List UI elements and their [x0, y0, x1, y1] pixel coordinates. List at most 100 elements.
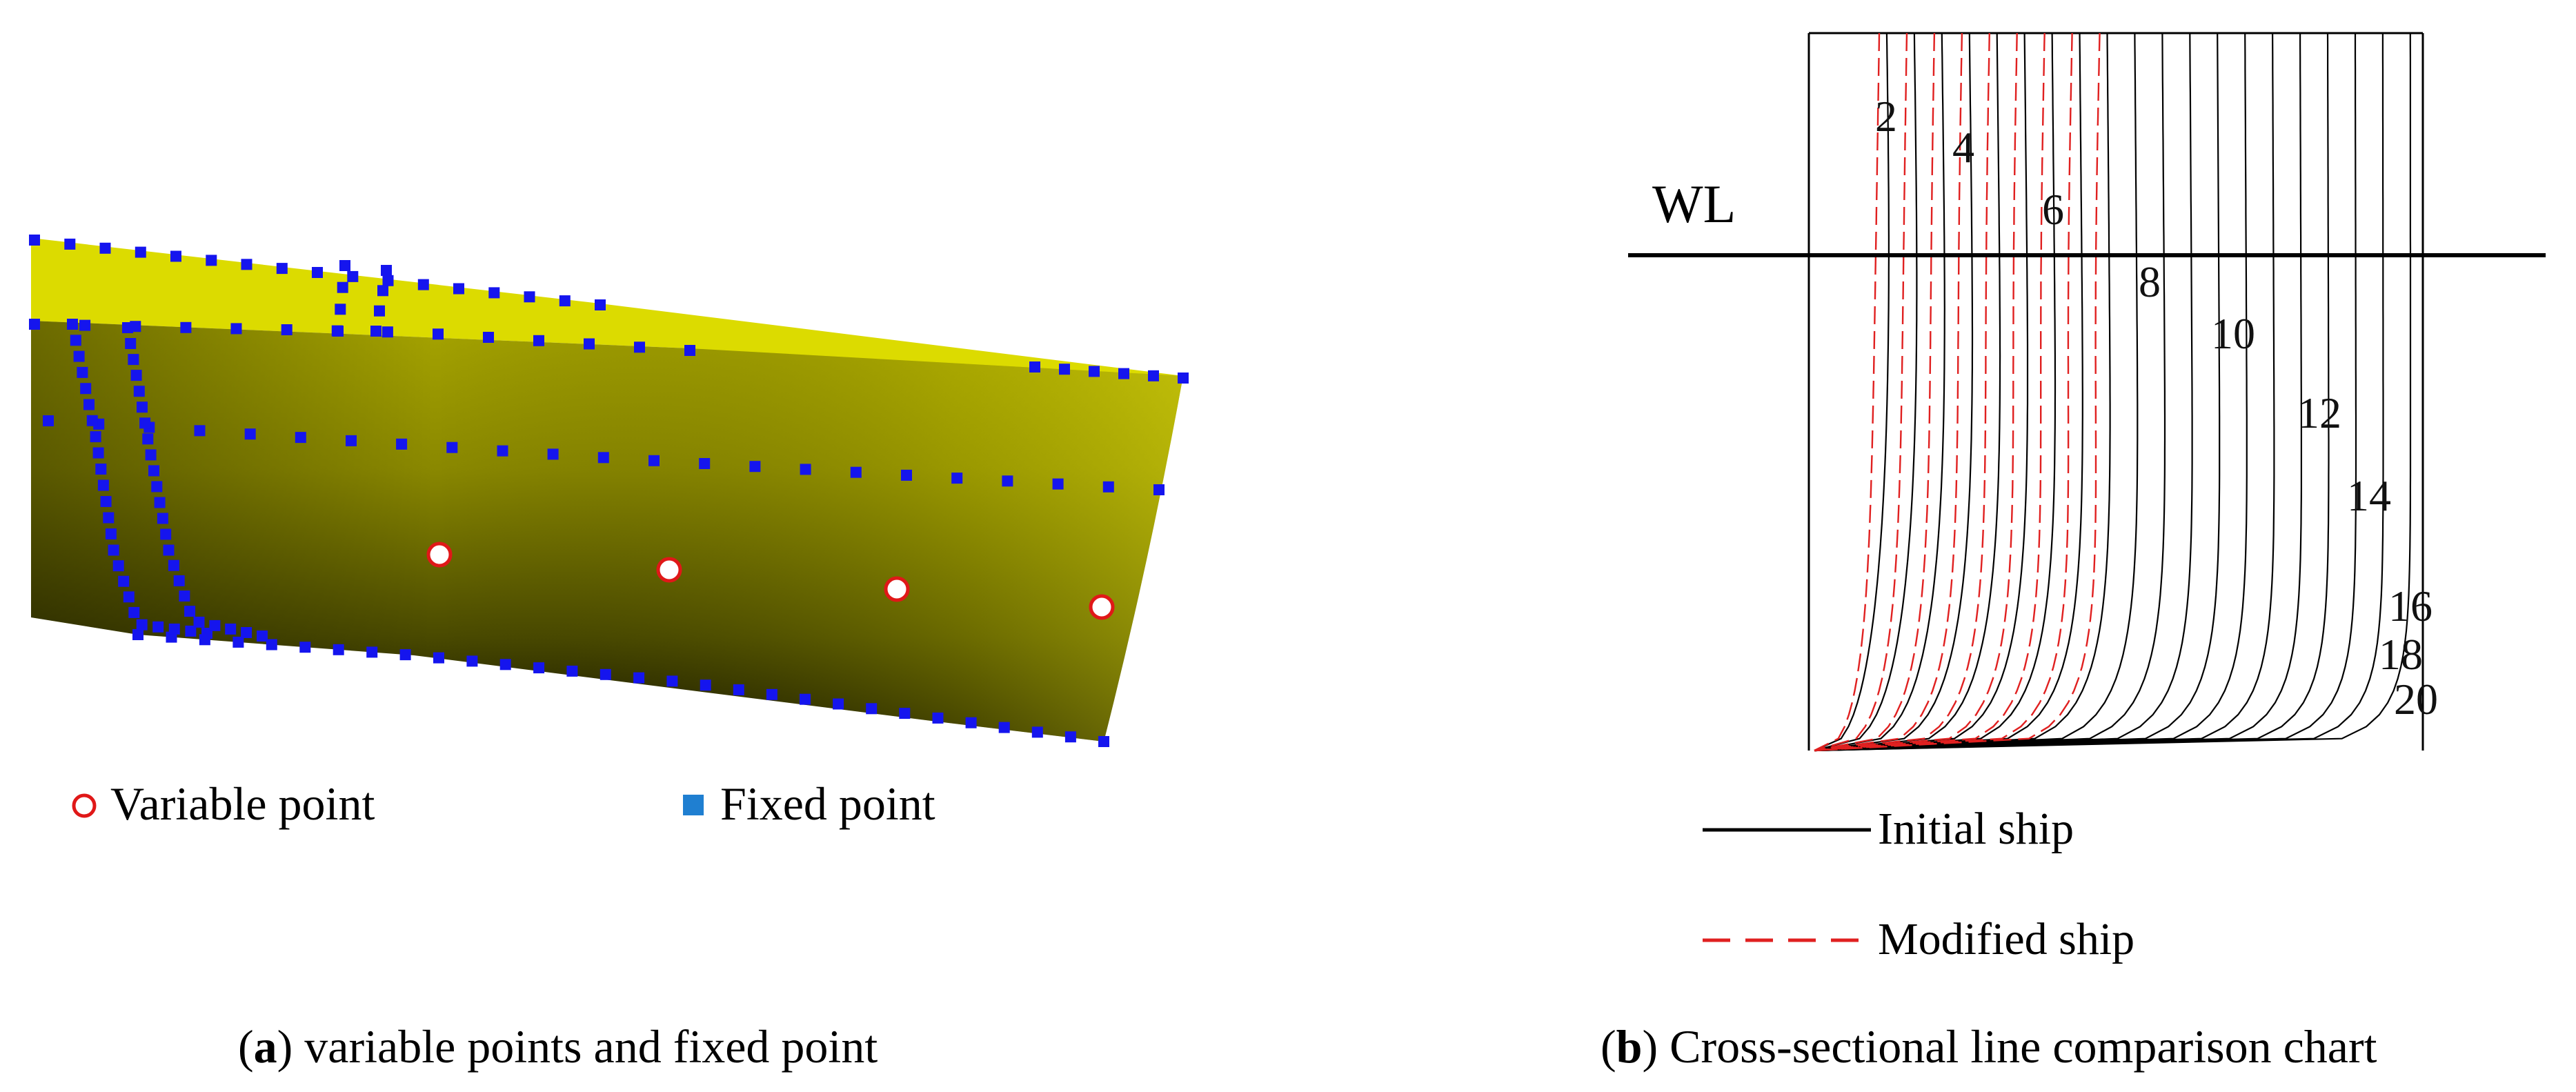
station-label: 20 [2394, 675, 2438, 724]
fixed-point-legend-marker [683, 795, 704, 815]
fixed-point-marker [1059, 364, 1070, 375]
initial-ship-legend-label: Initial ship [1878, 804, 2074, 854]
fixed-point-legend-label: Fixed point [720, 777, 935, 830]
fixed-point-marker [1153, 484, 1165, 495]
fixed-point-marker [533, 335, 544, 346]
station-label: 4 [1952, 123, 1974, 172]
fixed-point-marker [152, 621, 164, 633]
fixed-point-marker [333, 326, 344, 337]
fixed-point-marker [266, 639, 277, 651]
fixed-point-marker [92, 447, 104, 459]
initial-section-line [1814, 33, 2412, 752]
initial-ship-section-lines [1814, 32, 2412, 752]
fixed-point-marker [137, 401, 148, 413]
fixed-point-marker [866, 703, 878, 715]
fixed-point-marker [1118, 368, 1129, 379]
fixed-point-marker [312, 267, 323, 278]
fixed-point-marker [584, 338, 595, 350]
fixed-point-marker [346, 435, 357, 446]
fixed-point-marker [118, 575, 130, 587]
fixed-point-marker [446, 441, 458, 453]
station-label: 8 [2139, 257, 2161, 306]
fixed-point-marker [276, 263, 288, 275]
fixed-point-marker [173, 575, 185, 586]
fixed-point-marker [209, 619, 221, 631]
fixed-point-marker [154, 497, 166, 508]
fixed-point-marker [666, 675, 678, 687]
fixed-point-marker [108, 544, 119, 556]
initial-section-line [1814, 32, 2275, 752]
initial-section-line [1814, 32, 2166, 752]
variable-point-marker [426, 542, 453, 568]
fixed-point-marker [1031, 726, 1043, 738]
fixed-point-marker [374, 305, 385, 317]
fixed-point-marker [103, 512, 115, 524]
variable-point-marker [884, 576, 910, 602]
fixed-point-marker [433, 652, 444, 664]
station-label: 6 [2042, 185, 2064, 234]
modified-section-line [1814, 32, 1881, 752]
fixed-point-marker [733, 684, 744, 695]
initial-section-line [1814, 33, 2302, 752]
initial-section-line [1814, 32, 2193, 752]
fixed-point-marker [1029, 361, 1040, 373]
fixed-point-marker [366, 646, 378, 658]
station-label: 10 [2211, 309, 2255, 358]
fixed-point-marker [800, 693, 811, 705]
fixed-point-marker [95, 464, 107, 475]
fixed-point-marker [800, 464, 811, 475]
fixed-point-marker [83, 399, 95, 410]
fixed-point-marker [180, 321, 192, 333]
initial-section-line [1814, 32, 2221, 752]
fixed-point-marker [382, 275, 394, 286]
initial-section-line [1814, 32, 2057, 752]
fixed-point-marker [483, 332, 494, 343]
fixed-point-marker [43, 415, 54, 426]
fixed-point-marker [184, 606, 196, 617]
initial-section-line [1814, 33, 2357, 752]
fixed-point-marker [130, 370, 142, 381]
fixed-point-marker [1098, 736, 1109, 747]
fixed-point-marker [86, 415, 98, 426]
fixed-point-marker [112, 560, 124, 572]
fixed-point-marker [77, 366, 88, 378]
fixed-point-marker [170, 250, 181, 262]
fixed-point-marker [70, 335, 81, 346]
fixed-point-marker [684, 345, 695, 356]
fixed-point-marker [179, 590, 190, 602]
initial-section-line [1814, 32, 2139, 752]
fixed-point-marker [595, 299, 606, 310]
initial-section-line [1814, 32, 2001, 752]
fixed-point-marker [901, 469, 912, 481]
fixed-point-marker [766, 688, 777, 700]
fixed-point-marker [547, 448, 559, 460]
modified-section-line [1814, 32, 2073, 752]
fixed-point-marker [396, 438, 408, 450]
fixed-point-marker [337, 281, 348, 293]
fixed-point-marker [142, 433, 154, 445]
station-label: 12 [2297, 388, 2341, 437]
fixed-point-marker [185, 625, 197, 637]
fixed-point-marker [488, 287, 500, 299]
fixed-point-marker [597, 452, 609, 464]
fixed-point-marker [1052, 478, 1064, 490]
fixed-point-marker [600, 668, 611, 680]
modified-section-line [1814, 32, 1908, 752]
fixed-point-marker [99, 242, 111, 254]
modified-section-line [1814, 32, 1963, 752]
fixed-point-marker [168, 559, 179, 571]
station-label: 2 [1875, 92, 1897, 141]
fixed-point-marker [241, 259, 252, 270]
modified-section-line [1814, 32, 2018, 752]
fixed-point-marker [1089, 366, 1100, 377]
fixed-point-marker [399, 649, 411, 661]
fixed-point-marker [524, 291, 535, 303]
station-label: 18 [2379, 630, 2423, 679]
initial-section-line [1814, 32, 1945, 752]
fixed-point-marker [160, 528, 172, 540]
fixed-point-marker [699, 458, 711, 469]
modified-ship-section-lines [1814, 32, 2101, 752]
station-label: 14 [2347, 471, 2391, 520]
fixed-point-marker [951, 473, 963, 484]
